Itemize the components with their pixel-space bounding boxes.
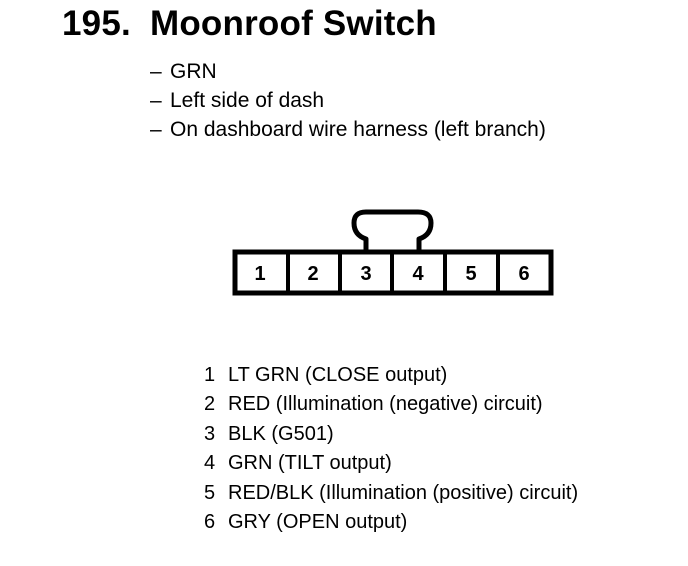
section-number: 195.: [62, 4, 131, 43]
note-dash: –: [150, 118, 162, 141]
pin-description: LT GRN (CLOSE output): [228, 364, 448, 386]
note-color: –GRN: [150, 57, 546, 86]
connector-lock-tab: [351, 209, 434, 252]
cavity-label-3: 3: [360, 263, 371, 285]
pin-row-3: 3 BLK (G501): [200, 420, 578, 449]
pin-description: BLK (G501): [228, 422, 334, 445]
pin-row-1: 1 LT GRN (CLOSE output): [200, 361, 578, 390]
cavity-label-4: 4: [412, 263, 424, 285]
pin-number: 5: [204, 481, 216, 504]
pin-description: GRY (OPEN output): [228, 511, 408, 534]
note-text: On dashboard wire harness (left branch): [170, 118, 546, 141]
pin-list: 1 LT GRN (CLOSE output) 2 RED (Illuminatio…: [200, 361, 578, 537]
pin-number: 4: [204, 452, 216, 475]
cavity-label-5: 5: [465, 263, 476, 285]
pin-number: 2: [204, 393, 216, 416]
pin-description: RED (Illumination (negative) circuit): [228, 393, 543, 416]
connector-diagram: 1 2 3 4 5 6: [232, 209, 554, 296]
pin-number: 6: [204, 511, 216, 534]
cavity-label-1: 1: [254, 263, 265, 285]
note-text: Left side of dash: [170, 89, 325, 112]
pin-number: 3: [204, 422, 216, 445]
note-dash: –: [150, 89, 162, 112]
component-name: Moonroof Switch: [150, 4, 437, 43]
page-title: 195. Moonroof Switch: [62, 2, 437, 46]
cavity-label-6: 6: [518, 263, 529, 285]
note-harness: –On dashboard wire harness (left branch): [150, 115, 546, 144]
pin-row-5: 5 RED/BLK (Illumination (positive) circui…: [200, 479, 578, 508]
pin-row-4: 4 GRN (TILT output): [200, 449, 578, 478]
component-notes: –GRN –Left side of dash –On dashboard wi…: [150, 57, 546, 144]
note-text: GRN: [170, 60, 217, 83]
note-location: –Left side of dash: [150, 86, 546, 115]
pin-row-6: 6 GRY (OPEN output): [200, 508, 578, 537]
pin-row-2: 2 RED (Illumination (negative) circuit): [200, 390, 578, 419]
pin-description: GRN (TILT output): [228, 452, 392, 475]
cavity-label-2: 2: [307, 263, 318, 285]
pin-number: 1: [204, 364, 216, 386]
pin-description: RED/BLK (Illumination (positive) circuit…: [228, 481, 579, 504]
note-dash: –: [150, 60, 162, 83]
